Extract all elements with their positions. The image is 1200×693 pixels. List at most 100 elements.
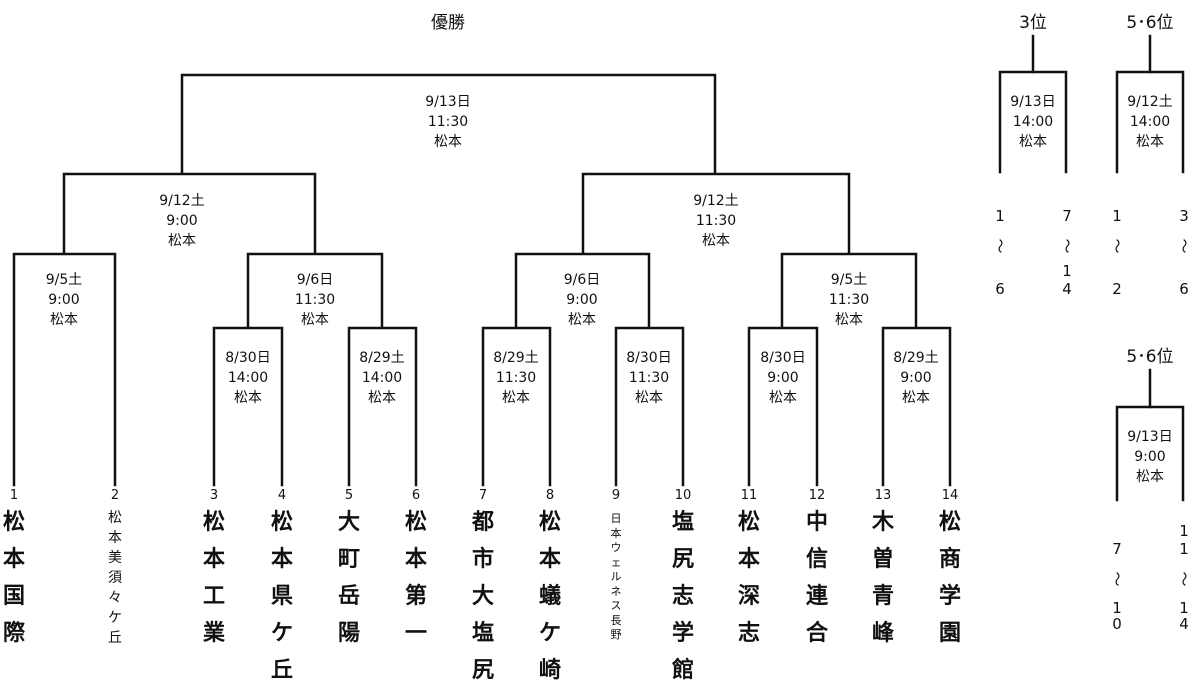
range-to: 6 [995, 280, 1005, 298]
team-name: 松本県ケ丘 [270, 510, 293, 683]
range-wave: 〜 [1058, 238, 1076, 254]
r1-7-8-venue: 松本 [502, 390, 530, 406]
team-name: 大町岳陽 [337, 510, 360, 646]
semi-right-time: 11:30 [695, 213, 737, 229]
fifth-place-b-right-range: 11 〜 14 [1174, 522, 1194, 632]
r1-7-8-line [481, 326, 552, 487]
r1-11-12-line [747, 326, 819, 487]
team-seed: 12 [808, 488, 826, 503]
qf-3-6-info: 9/6日 11:30 松本 [275, 270, 355, 330]
team-seed: 5 [344, 488, 354, 503]
final-time: 11:30 [427, 114, 469, 130]
third-place-time: 14:00 [1012, 114, 1054, 130]
r1-11-12-venue: 松本 [769, 390, 797, 406]
range-to: 14 [1062, 262, 1072, 298]
qf-1-2-venue: 松本 [50, 312, 78, 328]
qf-3-6-venue: 松本 [301, 312, 329, 328]
qf-1-2-info: 9/5土 9:00 松本 [24, 270, 104, 330]
qf-3-6-time: 11:30 [294, 292, 336, 308]
team-seed: 1 [9, 488, 19, 503]
team-seed: 14 [941, 488, 959, 503]
final-title: 優勝 [431, 13, 465, 33]
final-venue: 松本 [434, 134, 462, 150]
range-to: 6 [1179, 280, 1189, 298]
r1-3-4-date: 8/30日 [225, 350, 271, 366]
range-wave: 〜 [991, 238, 1009, 254]
r1-13-14-date: 8/29土 [893, 350, 939, 366]
r1-13-14-venue: 松本 [902, 390, 930, 406]
bracket-lines [12, 34, 1185, 502]
team-name: 中信連合 [805, 510, 828, 646]
semi-right-info: 9/12土 11:30 松本 [656, 191, 776, 251]
team-name: 松商学園 [938, 510, 961, 646]
semi-left-time: 9:00 [166, 213, 198, 229]
qf-7-10-date: 9/6日 [563, 272, 601, 288]
range-from: 11 [1179, 522, 1189, 558]
team-name: 松本蟻ケ崎 [538, 510, 561, 683]
r1-5-6-time: 14:00 [361, 370, 403, 386]
fifth-place-b-info: 9/13日 9:00 松本 [1115, 427, 1185, 487]
qf-7-10-line [514, 252, 651, 329]
r1-13-14-line [881, 326, 952, 487]
r1-3-4-line [212, 326, 284, 487]
team-seed: 11 [740, 488, 758, 503]
qf-11-14-info: 9/5土 11:30 松本 [809, 270, 889, 330]
r1-3-4-info: 8/30日 14:00 松本 [213, 348, 283, 408]
range-from: 1 [995, 207, 1005, 225]
range-to: 14 [1179, 599, 1189, 633]
third-place-left-range: 1 〜 6 [990, 207, 1010, 298]
range-wave: 〜 [1108, 238, 1126, 254]
r1-13-14-time: 9:00 [900, 370, 932, 386]
third-place-info: 9/13日 14:00 松本 [998, 92, 1068, 152]
r1-5-6-info: 8/29土 14:00 松本 [347, 348, 417, 408]
third-place-venue: 松本 [1019, 134, 1047, 150]
team-name: 松本国際 [2, 510, 25, 646]
r1-9-10-date: 8/30日 [626, 350, 672, 366]
r1-9-10-line [614, 326, 685, 487]
third-place-line [998, 70, 1068, 174]
qf-3-6-date: 9/6日 [296, 272, 334, 288]
team-seed: 6 [411, 488, 421, 503]
third-place-right-range: 7 〜 14 [1057, 207, 1077, 298]
qf-7-10-info: 9/6日 9:00 松本 [542, 270, 622, 330]
fifth-place-a-venue: 松本 [1136, 134, 1164, 150]
team-seed: 8 [545, 488, 555, 503]
fifth-place-a-title: 5･6位 [1126, 13, 1174, 33]
fifth-place-b-left-range: 7 〜 10 [1107, 540, 1127, 632]
team-name: 松本美須々ケ丘 [108, 510, 122, 646]
r1-5-6-line [347, 326, 418, 487]
fifth-place-b-venue: 松本 [1136, 469, 1164, 485]
semi-left-date: 9/12土 [159, 193, 205, 209]
fifth-place-a-left-range: 1 〜 2 [1107, 207, 1127, 298]
fifth-place-b-title: 5･6位 [1126, 347, 1174, 367]
qf-1-2-time: 9:00 [48, 292, 80, 308]
team-name: 松本第一 [404, 510, 427, 646]
fifth-place-a-right-range: 3 〜 6 [1174, 207, 1194, 298]
r1-11-12-info: 8/30日 9:00 松本 [748, 348, 818, 408]
range-wave: 〜 [1175, 571, 1193, 587]
range-wave: 〜 [1175, 238, 1193, 254]
r1-5-6-date: 8/29土 [359, 350, 405, 366]
team-seed: 7 [478, 488, 488, 503]
range-from: 7 [1112, 540, 1122, 558]
team-seed: 3 [209, 488, 219, 503]
team-seed: 9 [611, 488, 621, 503]
qf-11-14-date: 9/5土 [830, 272, 868, 288]
team-name: 日本ウェルネス長野 [610, 512, 622, 641]
semi-right-line [581, 172, 851, 255]
team-name: 松本工業 [202, 510, 225, 646]
fifth-place-a-info: 9/12土 14:00 松本 [1115, 92, 1185, 152]
third-place-title: 3位 [1019, 13, 1047, 33]
qf-11-14-line [780, 252, 918, 329]
team-name: 木曽青峰 [871, 510, 894, 646]
final-match-info: 9/13日 11:30 松本 [388, 92, 508, 152]
semi-left-info: 9/12土 9:00 松本 [122, 191, 242, 251]
r1-13-14-info: 8/29土 9:00 松本 [881, 348, 951, 408]
range-wave: 〜 [1108, 571, 1126, 587]
fifth-place-b-time: 9:00 [1134, 449, 1166, 465]
fifth-place-a-line [1115, 70, 1185, 174]
semi-left-line [62, 172, 317, 255]
team-name: 塩尻志学館 [671, 510, 694, 683]
semi-right-date: 9/12土 [693, 193, 739, 209]
r1-9-10-time: 11:30 [628, 370, 670, 386]
